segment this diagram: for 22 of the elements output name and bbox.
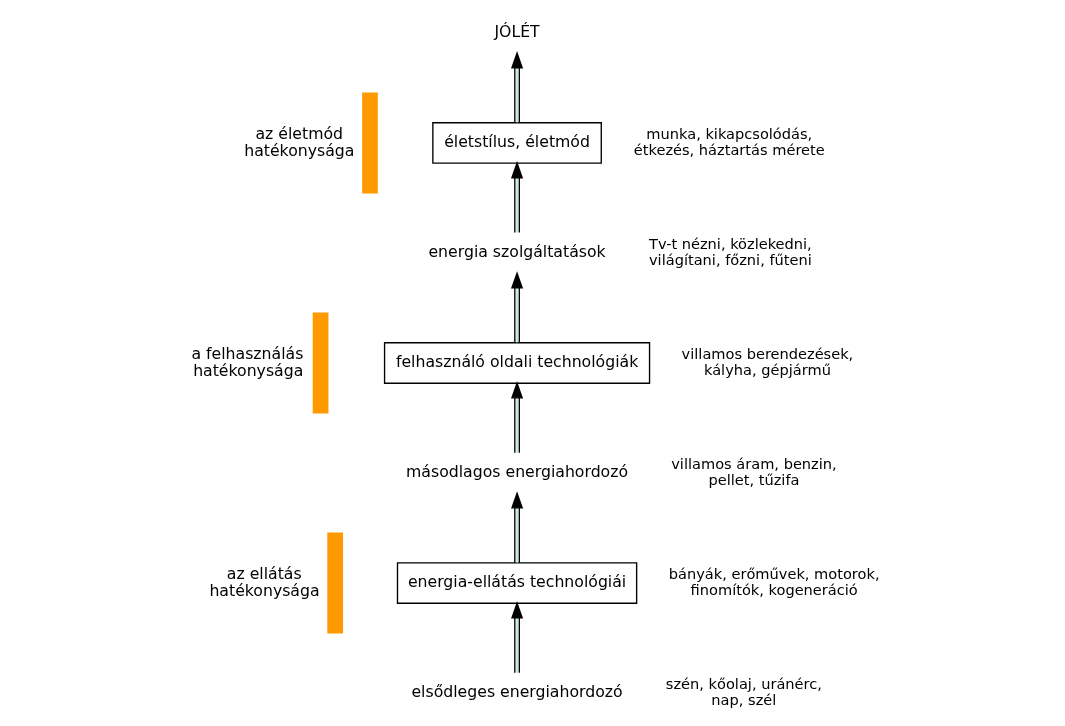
node-box: felhasználó oldali technológiák [383, 342, 651, 384]
node-label: villamos berendezések, kályha, gépjármű [681, 344, 854, 378]
arrow [511, 381, 524, 454]
label: a felhasználás hatékonysága [191, 343, 304, 380]
arrow [511, 491, 524, 564]
node-box: energia-ellátás technológiái [396, 562, 638, 604]
arrow [511, 601, 524, 674]
node-label: szén, kőolaj, uránérc, nap, szél [665, 675, 822, 708]
node-text: másodlagos energiahordozó [406, 462, 629, 482]
node-label: Tv-t nézni, közlekedni, világítani, főzni, fűteni [649, 234, 812, 268]
node-label: munka, kikapcsolódás, étkezés, háztartás mérete [633, 124, 825, 158]
arrow [511, 51, 524, 124]
node-label: villamos áram, benzin, pellet, tűzifa [671, 454, 837, 488]
node-text: elsődleges energiahordozó [411, 682, 623, 702]
arrow [511, 161, 524, 234]
arrow [511, 271, 524, 344]
label: az ellátás hatékonysága [209, 563, 320, 600]
node-text: energia szolgáltatások [428, 242, 606, 262]
node-text: JÓLÉT [494, 22, 540, 42]
label: az életmód hatékonysága [244, 123, 355, 160]
node-box: életstílus, életmód [432, 122, 602, 164]
node-label: bányák, erőművek, motorok, finomítók, kogeneráció [668, 565, 880, 598]
